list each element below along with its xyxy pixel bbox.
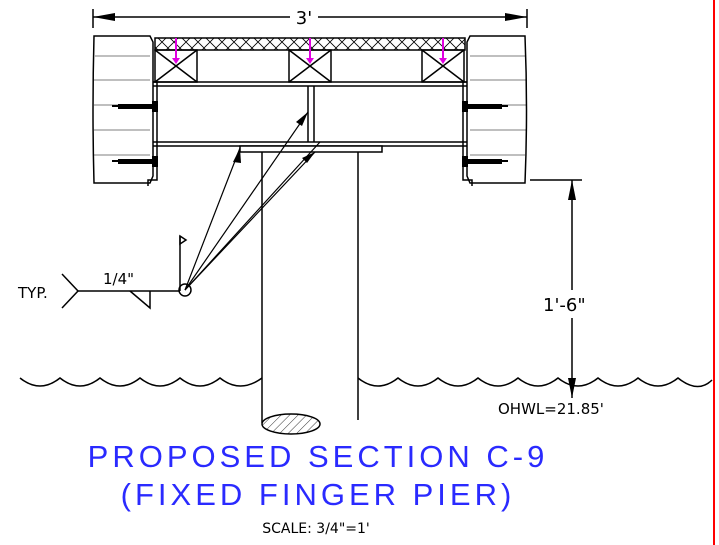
bolt-right-upper bbox=[462, 101, 508, 112]
water-level-label: OHWL=21.85' bbox=[498, 400, 604, 418]
pile-section-hatch bbox=[261, 413, 321, 435]
bolt-left-upper bbox=[112, 101, 158, 112]
deck-fasteners bbox=[172, 38, 447, 64]
steel-frame bbox=[147, 81, 473, 186]
bolt-right-lower bbox=[462, 156, 508, 167]
width-dimension bbox=[92, 9, 528, 28]
width-dimension-label: 3' bbox=[296, 8, 312, 29]
height-dimension bbox=[530, 179, 582, 398]
drawing-title: PROPOSED SECTION C-9 bbox=[88, 439, 549, 474]
weld-leaders bbox=[184, 111, 321, 291]
drawing-subtitle: (FIXED FINGER PIER) bbox=[121, 477, 516, 512]
weld-all-around-circle bbox=[178, 283, 192, 297]
left-rub-rail bbox=[92, 35, 154, 184]
weld-typ-label: TYP. bbox=[17, 284, 48, 302]
height-dimension-label: 1'-6" bbox=[543, 295, 586, 316]
water-surface bbox=[19, 377, 713, 388]
weld-size-label: 1/4" bbox=[103, 270, 134, 288]
lag-bolts bbox=[112, 101, 508, 167]
bolt-left-lower bbox=[112, 156, 158, 167]
pile bbox=[261, 152, 359, 435]
drawing-scale: SCALE: 3/4"=1' bbox=[262, 521, 370, 537]
weld-symbol bbox=[61, 234, 192, 310]
